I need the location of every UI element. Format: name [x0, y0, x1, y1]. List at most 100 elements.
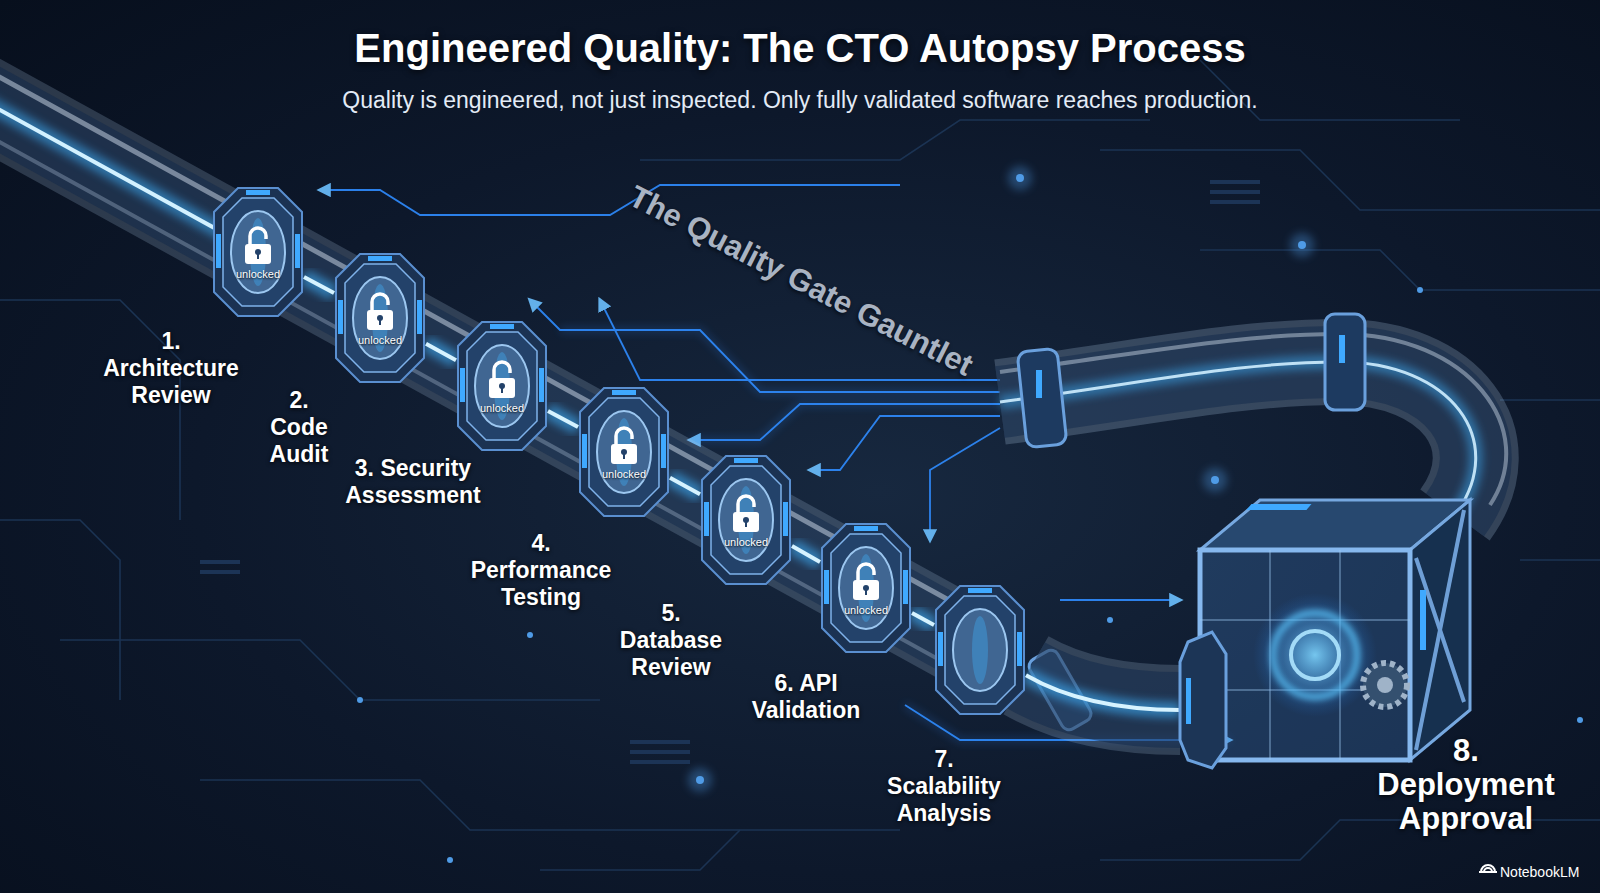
circuit-trace [0, 60, 1600, 870]
gate-ring [367, 310, 393, 330]
gate-ring [460, 368, 465, 402]
gate-ring [456, 320, 548, 452]
pipe-segment [670, 478, 700, 495]
gate-ring [223, 198, 293, 306]
gate-ring [938, 632, 943, 666]
gate-ring [214, 188, 302, 316]
circuit-node [1211, 476, 1219, 484]
gate-ring [257, 253, 259, 259]
pipe [0, 52, 994, 675]
gate-ring [539, 368, 544, 402]
chamber-body [1291, 631, 1339, 679]
gate-ring [903, 570, 908, 604]
chamber-body [1420, 590, 1426, 650]
pipe-segment [426, 344, 456, 361]
gate-ring [490, 324, 514, 329]
pipe-segment [912, 613, 934, 625]
watermark-logo [1481, 865, 1495, 872]
chamber-body [1416, 510, 1464, 750]
feedback-glow [690, 404, 1000, 440]
gate-ring [936, 586, 1024, 714]
gate-ring [704, 502, 709, 536]
gate-ring [580, 388, 668, 516]
feedback-wire [930, 428, 1000, 540]
pipe-segment [792, 546, 820, 562]
feedback-wire [810, 416, 1000, 470]
circuit-node [357, 166, 1583, 863]
gate-ring [372, 294, 388, 312]
lock-status: unlocked [820, 604, 912, 617]
gate-ring [245, 244, 271, 264]
gate-ring [661, 434, 666, 468]
gate-ring [616, 428, 632, 446]
gate-label: 7. Scalability Analysis [887, 746, 1001, 827]
circuit-bars [1210, 200, 1260, 204]
circuit-trace [0, 520, 120, 700]
gate-ring [738, 496, 754, 514]
gate-ring [858, 564, 874, 582]
pipe-segment [1026, 675, 1180, 710]
gate-ring [972, 616, 988, 684]
quality-gate: unlocked1. Architecture Review [212, 186, 304, 318]
ring-light [1339, 335, 1345, 363]
gate-label: 1. Architecture Review [103, 328, 238, 409]
pipe-segment [548, 411, 578, 427]
pipe-segment [670, 478, 700, 495]
gate-ring [865, 589, 867, 595]
pipe-segment [304, 277, 334, 293]
watermark-logo [1479, 871, 1497, 873]
gate-ring [968, 588, 992, 593]
subtitle: Quality is engineered, not just inspecte… [0, 86, 1600, 114]
feedback-wire [1060, 599, 1180, 601]
lock-status: unlocked [578, 468, 670, 481]
chamber-body [1363, 663, 1407, 707]
gate-ring [839, 547, 893, 629]
circuit-bars [200, 560, 240, 564]
gate-ring [295, 234, 300, 268]
quality-gate: unlocked5. Database Review [700, 454, 792, 586]
gate-ring [582, 434, 587, 468]
pipe-ring [1017, 348, 1067, 448]
gate-label: 5. Database Review [620, 600, 722, 681]
pipe-segment [426, 344, 456, 361]
pipe [0, 77, 980, 650]
chamber-body [1200, 550, 1410, 760]
pipe-segment [426, 344, 456, 361]
circuit-node [1577, 717, 1583, 723]
circuit-node [1016, 174, 1024, 182]
circuit-node [1417, 287, 1423, 293]
chamber-body [1186, 678, 1191, 724]
gate-ring [589, 398, 659, 506]
watermark: NotebookLM [1500, 864, 1579, 880]
circuit-bars [630, 750, 690, 754]
gate-ring [501, 387, 503, 393]
gate-ring [612, 390, 636, 395]
gate-ring [1017, 632, 1022, 666]
gate-label: 4. Performance Testing [471, 530, 612, 611]
gate-ring [336, 254, 424, 382]
circuit-bars [630, 760, 690, 764]
gate-ring [945, 596, 1015, 704]
lock-status: unlocked [700, 536, 792, 549]
loop-pipe [1000, 334, 1506, 515]
circuit-trace [540, 830, 740, 870]
pipe-segment [1026, 675, 1180, 710]
quality-gate: unlocked6. API Validation [820, 522, 912, 654]
pipe-ring [1325, 314, 1365, 410]
gate-ring [250, 228, 266, 246]
gate-ring [745, 521, 747, 527]
circuit-node [1290, 233, 1314, 257]
circuit-bars [200, 180, 1260, 764]
loop-pipe [1000, 362, 1476, 515]
gate-label: 2. Code Audit [270, 387, 329, 468]
gate-ring [820, 522, 912, 654]
gate-ring [467, 332, 537, 440]
gate-ring [417, 300, 422, 334]
circuit-trace [200, 780, 900, 830]
circuit-trace [1500, 399, 1600, 401]
gate-label: 8. Deployment Approval [1377, 734, 1554, 836]
gate-ring [934, 584, 1026, 716]
loop-pipe [1000, 362, 1476, 515]
circuit-trace [1520, 559, 1600, 561]
pipe-segment [1026, 675, 1180, 710]
